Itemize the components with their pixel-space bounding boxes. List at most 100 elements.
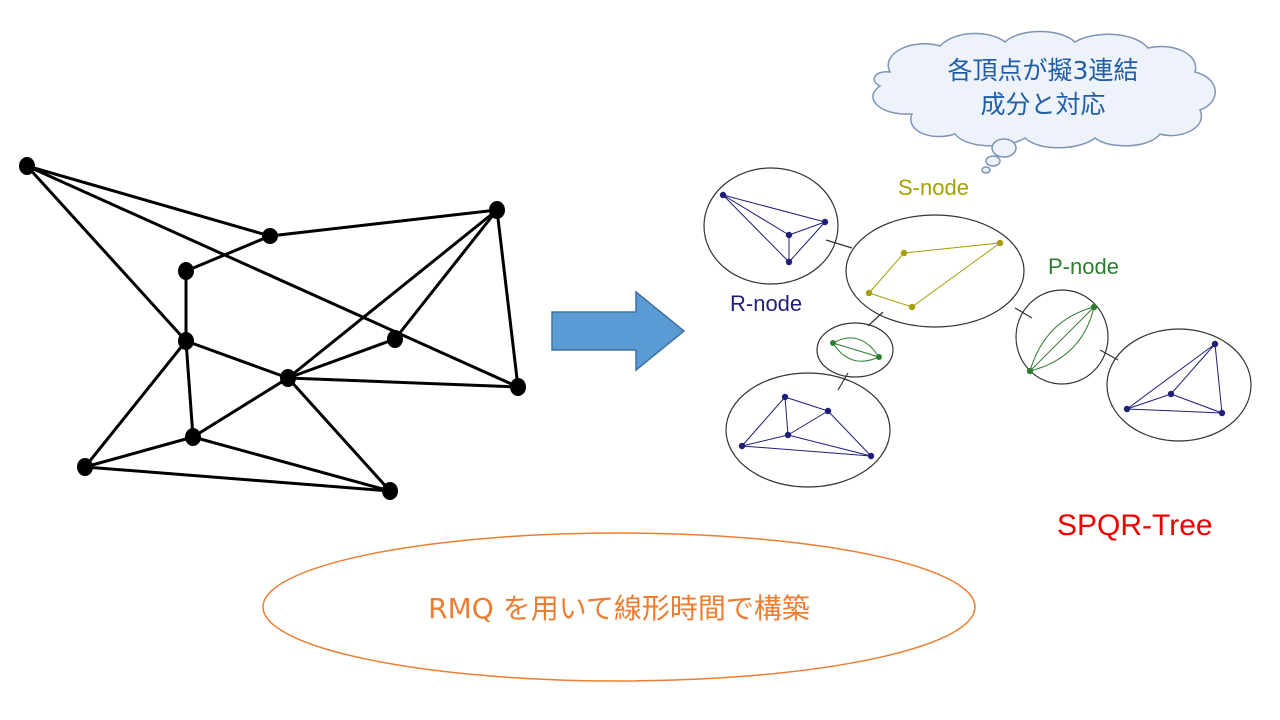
s-node-vertex bbox=[900, 249, 908, 257]
r-node-vertex bbox=[1123, 405, 1131, 413]
graph-edge bbox=[26, 164, 271, 238]
graph-edge bbox=[83, 340, 188, 468]
s-node-cycle bbox=[868, 242, 1002, 308]
cloud-text-line2: 成分と対応 bbox=[980, 90, 1105, 119]
p-node-vertex bbox=[1026, 367, 1034, 375]
cloud-bubble bbox=[991, 138, 1017, 158]
graph-edge bbox=[184, 340, 195, 438]
transform-arrow-icon bbox=[551, 290, 686, 372]
s-node-vertex bbox=[996, 239, 1004, 247]
r-node-edge bbox=[1126, 343, 1216, 410]
r-node-edge bbox=[722, 194, 826, 223]
r-node-edge bbox=[1170, 393, 1223, 414]
thought-cloud: 各頂点が擬3連結 成分と対応 bbox=[872, 30, 1216, 174]
graph-vertex bbox=[19, 157, 35, 175]
graph-edge bbox=[287, 208, 498, 380]
p-node bbox=[1015, 289, 1109, 385]
r-node-top bbox=[703, 167, 839, 285]
p-node-circle bbox=[816, 322, 894, 378]
graph-edge bbox=[269, 208, 498, 238]
r-node-edge bbox=[788, 221, 826, 263]
graph-vertex bbox=[510, 378, 526, 396]
graph-edge bbox=[495, 209, 520, 388]
construction-ellipse bbox=[262, 532, 976, 682]
r-node-edge bbox=[741, 445, 872, 457]
graph-edge bbox=[192, 376, 289, 439]
p-node-edge bbox=[832, 342, 880, 362]
cloud-bubble bbox=[985, 155, 1001, 167]
r-node-vertex bbox=[1211, 340, 1219, 348]
p-node-edge bbox=[1029, 306, 1095, 372]
r-node-edge bbox=[1170, 343, 1216, 395]
p-node-vertex bbox=[830, 340, 836, 346]
graph-vertex bbox=[387, 330, 403, 348]
r-node-vertex bbox=[1218, 409, 1226, 417]
graph-vertex bbox=[382, 482, 398, 500]
r-node-label: R-node bbox=[730, 291, 802, 316]
r-node-bottom bbox=[725, 372, 891, 488]
r-node-circle bbox=[703, 167, 839, 285]
p-node-vertex bbox=[1090, 303, 1098, 311]
r-node-circle bbox=[725, 372, 891, 488]
input-graph bbox=[25, 164, 520, 493]
s-node-label: S-node bbox=[898, 175, 969, 200]
r-node-edge bbox=[722, 194, 790, 236]
s-node bbox=[845, 214, 1025, 328]
r-node-vertex bbox=[785, 258, 793, 266]
graph-vertex bbox=[178, 332, 194, 350]
r-node-vertex bbox=[738, 442, 746, 450]
s-node-circle bbox=[845, 214, 1025, 328]
graph-edge bbox=[192, 435, 391, 493]
graph-edge bbox=[185, 339, 289, 380]
r-node-edge bbox=[784, 396, 789, 436]
r-node-edge bbox=[1126, 393, 1172, 410]
p-node-edge bbox=[1029, 306, 1095, 372]
r-node-vertex bbox=[719, 191, 727, 199]
graph-vertex bbox=[280, 369, 296, 387]
cloud-shape bbox=[872, 30, 1216, 149]
p-node-circle bbox=[1015, 289, 1109, 385]
graph-edge bbox=[287, 376, 519, 389]
graph-edge bbox=[286, 376, 392, 493]
r-node-edge bbox=[1214, 343, 1223, 414]
graph-vertex bbox=[489, 201, 505, 219]
r-node-edge bbox=[722, 194, 790, 263]
r-node-edge bbox=[784, 396, 829, 412]
spqr-tree-title: SPQR-Tree bbox=[1057, 509, 1213, 542]
r-node-vertex bbox=[785, 231, 793, 239]
r-node-vertex bbox=[821, 218, 829, 226]
s-node-vertex bbox=[908, 303, 916, 311]
r-node-vertex bbox=[1167, 390, 1175, 398]
tree-edge bbox=[825, 239, 853, 249]
tree-edge bbox=[1014, 307, 1033, 319]
p-node-small bbox=[816, 322, 894, 378]
graph-edge bbox=[185, 234, 271, 273]
p-node-vertex bbox=[876, 354, 882, 360]
graph-edge bbox=[393, 209, 499, 340]
tree-edge bbox=[867, 311, 884, 327]
r-node-edge bbox=[787, 434, 872, 457]
graph-edge bbox=[287, 337, 396, 380]
p-node-label: P-node bbox=[1048, 254, 1119, 279]
construction-text: RMQ を用いて線形時間で構築 bbox=[428, 592, 810, 625]
graph-vertex bbox=[262, 228, 278, 244]
r-node-edge bbox=[827, 410, 872, 457]
graph-edge bbox=[84, 465, 391, 493]
p-node-edge bbox=[832, 337, 880, 358]
graph-edge bbox=[84, 435, 194, 469]
r-node-edge bbox=[1126, 408, 1223, 414]
input-graph-vertices bbox=[19, 157, 526, 500]
p-node-edge bbox=[832, 342, 880, 358]
r-node-edge bbox=[741, 434, 789, 447]
r-node-edge bbox=[788, 221, 826, 236]
r-node-edge bbox=[787, 410, 829, 436]
r-node-vertex bbox=[824, 407, 832, 415]
r-node-right bbox=[1106, 328, 1252, 442]
graph-vertex bbox=[185, 428, 201, 446]
r-node-vertex bbox=[867, 452, 875, 460]
cloud-text-line1: 各頂点が擬3連結 bbox=[948, 56, 1139, 85]
s-node-vertex bbox=[865, 289, 873, 297]
r-node-circle bbox=[1106, 328, 1252, 442]
p-node-edge bbox=[1029, 306, 1095, 372]
